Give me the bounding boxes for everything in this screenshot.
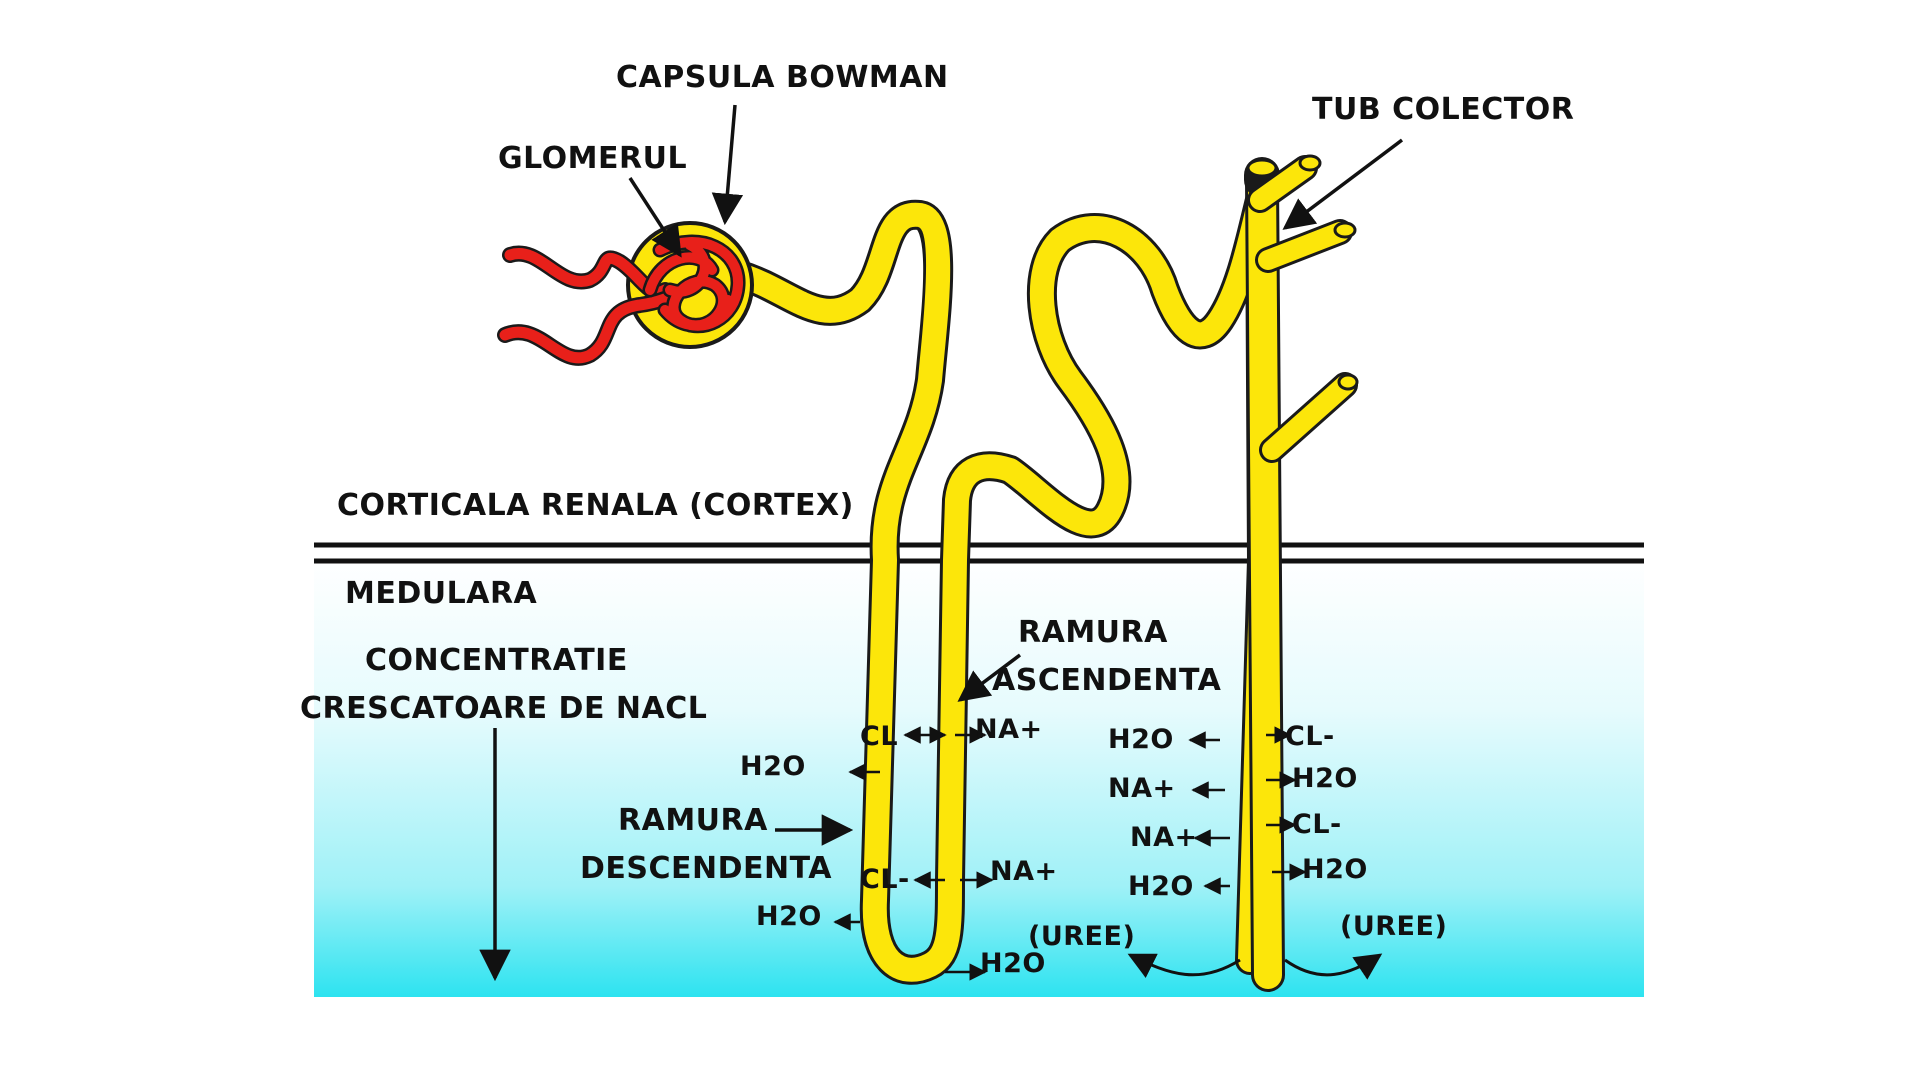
ion-collect-left-1: NA+ bbox=[1108, 773, 1176, 804]
label-medulara: MEDULARA bbox=[345, 576, 538, 611]
ion-na-lower: NA+ bbox=[990, 856, 1058, 887]
ion-collect-right-2: CL- bbox=[1292, 809, 1342, 840]
label-tub-colector: TUB COLECTOR bbox=[1312, 92, 1574, 127]
ion-uree-right: (UREE) bbox=[1340, 911, 1447, 942]
ion-collect-right-1: H2O bbox=[1292, 763, 1358, 794]
ion-h2o-desc-upper: H2O bbox=[740, 751, 806, 782]
medulla-region bbox=[314, 557, 1644, 997]
ion-h2o-bottom: H2O bbox=[980, 948, 1046, 979]
ion-na-upper: NA+ bbox=[975, 714, 1043, 745]
ion-uree-left: (UREE) bbox=[1028, 921, 1135, 952]
label-ramura-asc-2: ASCENDENTA bbox=[992, 663, 1222, 698]
ion-arrows bbox=[833, 726, 1383, 981]
label-glomerul: GLOMERUL bbox=[498, 141, 687, 176]
label-ramura-asc-1: RAMURA bbox=[1018, 615, 1168, 650]
ion-collect-left-3: H2O bbox=[1128, 871, 1194, 902]
ion-collect-left-0: H2O bbox=[1108, 724, 1174, 755]
arrow-capsula bbox=[711, 104, 744, 226]
label-concentratie-2: CRESCATOARE DE NACL bbox=[300, 691, 707, 726]
ion-cl-lower: CL- bbox=[860, 864, 910, 895]
collecting-duct-branches bbox=[1244, 154, 1359, 992]
ion-collect-right-3: H2O bbox=[1302, 854, 1368, 885]
label-ramura-desc-2: DESCENDENTA bbox=[580, 851, 832, 886]
label-concentratie-1: CONCENTRATIE bbox=[365, 643, 628, 678]
label-ramura-desc-1: RAMURA bbox=[618, 803, 768, 838]
arrow-ramura-asc bbox=[957, 653, 1022, 702]
ion-collect-right-0: CL- bbox=[1285, 721, 1335, 752]
arrow-tub-colector bbox=[1282, 138, 1404, 230]
pointer-arrows bbox=[479, 104, 1404, 982]
label-cortex: CORTICALA RENALA (CORTEX) bbox=[337, 488, 854, 523]
label-capsula-bowman: CAPSULA BOWMAN bbox=[616, 60, 949, 95]
ion-collect-left-2: NA+ bbox=[1130, 822, 1198, 853]
arrow-glomerul bbox=[628, 177, 682, 258]
glomerulus bbox=[497, 234, 746, 366]
ion-cl-upper: CL bbox=[860, 721, 898, 752]
ion-h2o-desc-lower: H2O bbox=[756, 901, 822, 932]
